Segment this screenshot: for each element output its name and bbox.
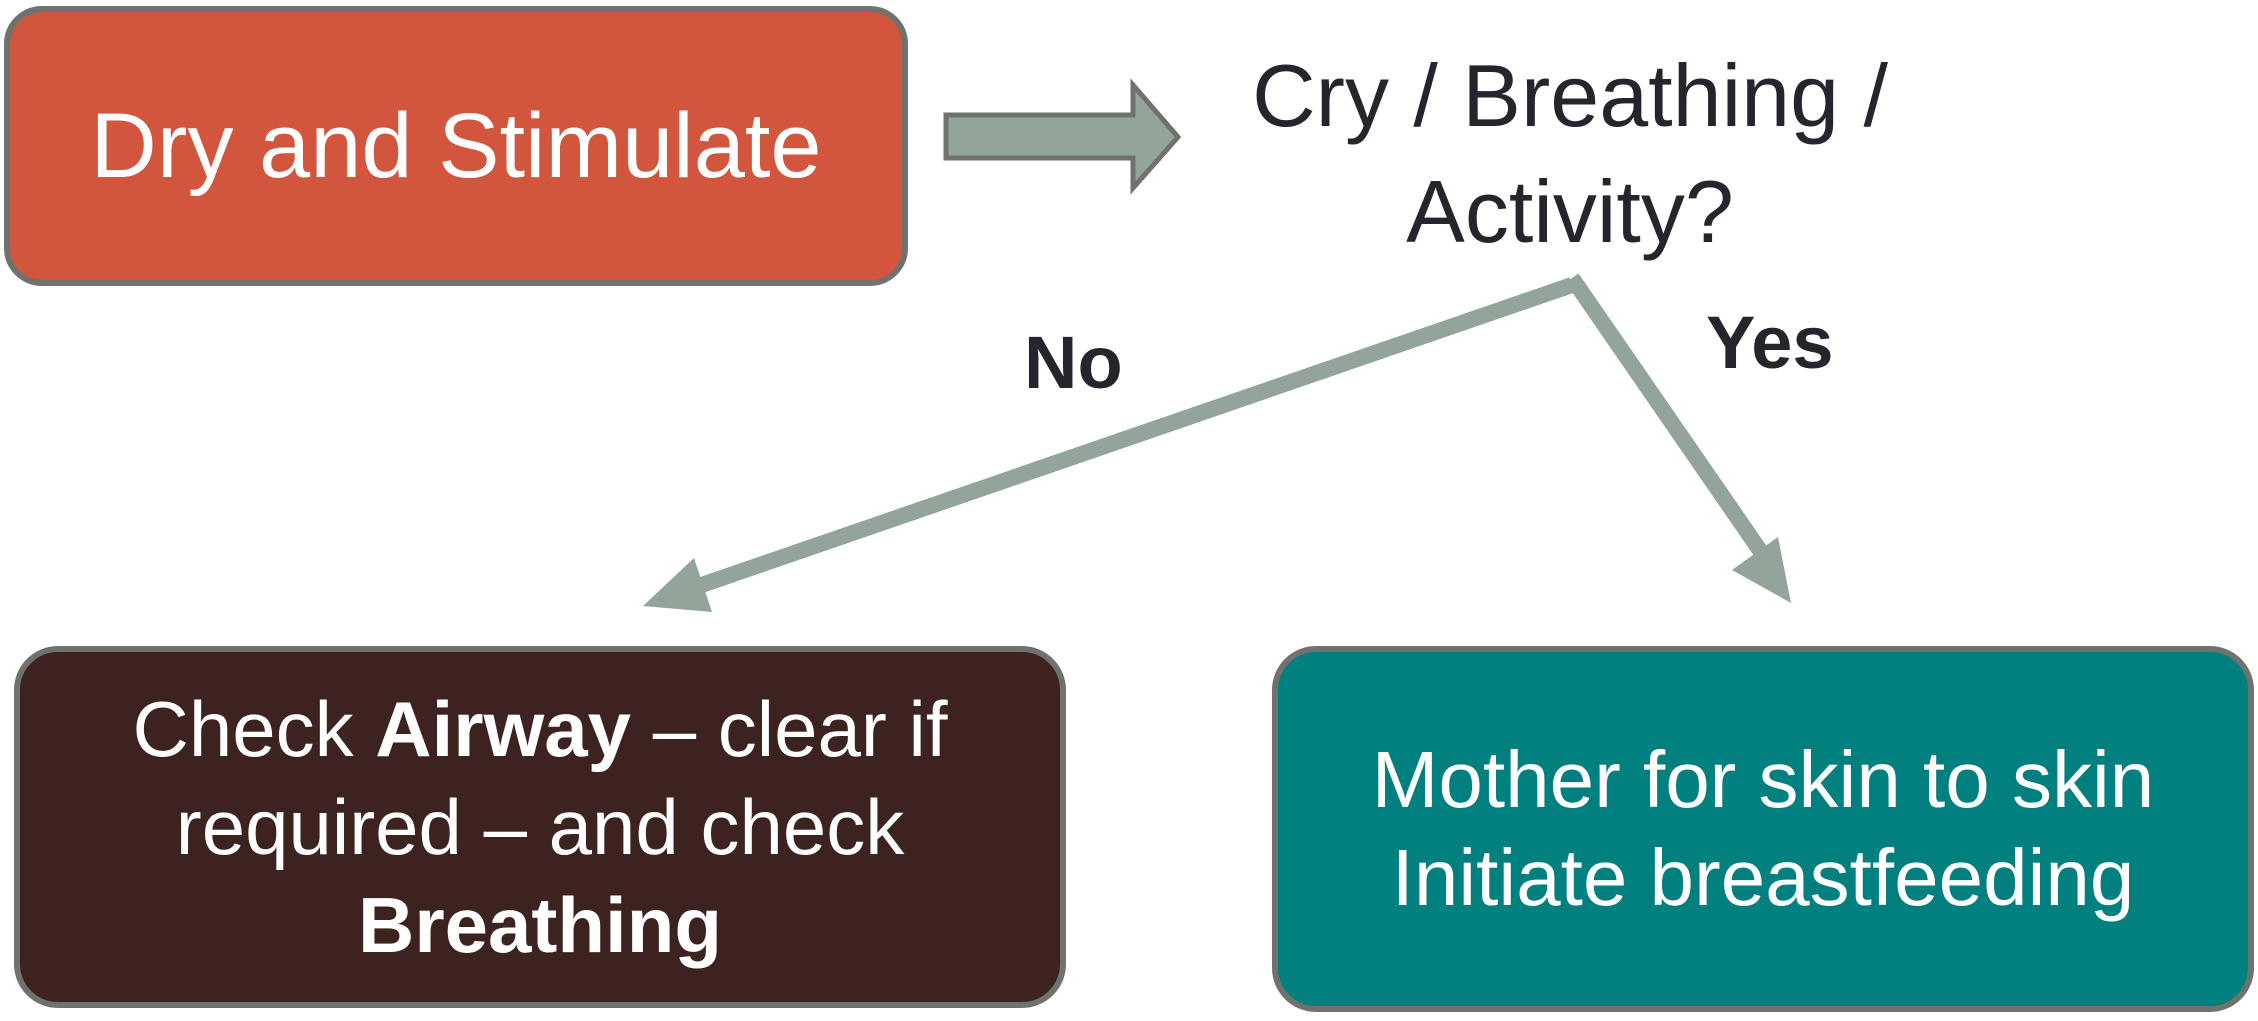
- airway-bold-term: Airway: [375, 685, 632, 773]
- arrow-yes-head: [1732, 537, 1791, 603]
- airway-text-part1: Check: [132, 685, 376, 773]
- arrow-yes-shaft: [1565, 273, 1777, 570]
- arrow-no-shaft: [687, 277, 1575, 597]
- skin-to-skin-line2: Initiate breastfeeding: [1391, 833, 2135, 922]
- step-check-airway: Check Airway – clear if required – and c…: [14, 646, 1066, 1008]
- step-skin-to-skin-text: Mother for skin to skin Initiate breastf…: [1372, 731, 2155, 927]
- branch-label-yes: Yes: [1706, 301, 1834, 384]
- branch-label-no: No: [1024, 321, 1123, 404]
- airway-text-part2: – clear if: [631, 685, 948, 773]
- decision-question: Cry / Breathing / Activity?: [1150, 38, 1990, 270]
- skin-to-skin-line1: Mother for skin to skin: [1371, 735, 2155, 824]
- airway-text-line2: required – and check: [175, 783, 905, 871]
- decision-question-line1: Cry / Breathing /: [1252, 46, 1888, 145]
- breathing-bold-term: Breathing: [357, 881, 723, 969]
- step-check-airway-text: Check Airway – clear if required – and c…: [132, 680, 947, 974]
- step-dry-and-stimulate-text: Dry and Stimulate: [90, 94, 822, 197]
- step-dry-and-stimulate: Dry and Stimulate: [4, 6, 908, 286]
- arrow-no-head: [643, 558, 712, 612]
- arrow-start-to-question: [943, 78, 1182, 195]
- decision-question-line2: Activity?: [1406, 162, 1734, 261]
- step-skin-to-skin: Mother for skin to skin Initiate breastf…: [1272, 646, 2254, 1012]
